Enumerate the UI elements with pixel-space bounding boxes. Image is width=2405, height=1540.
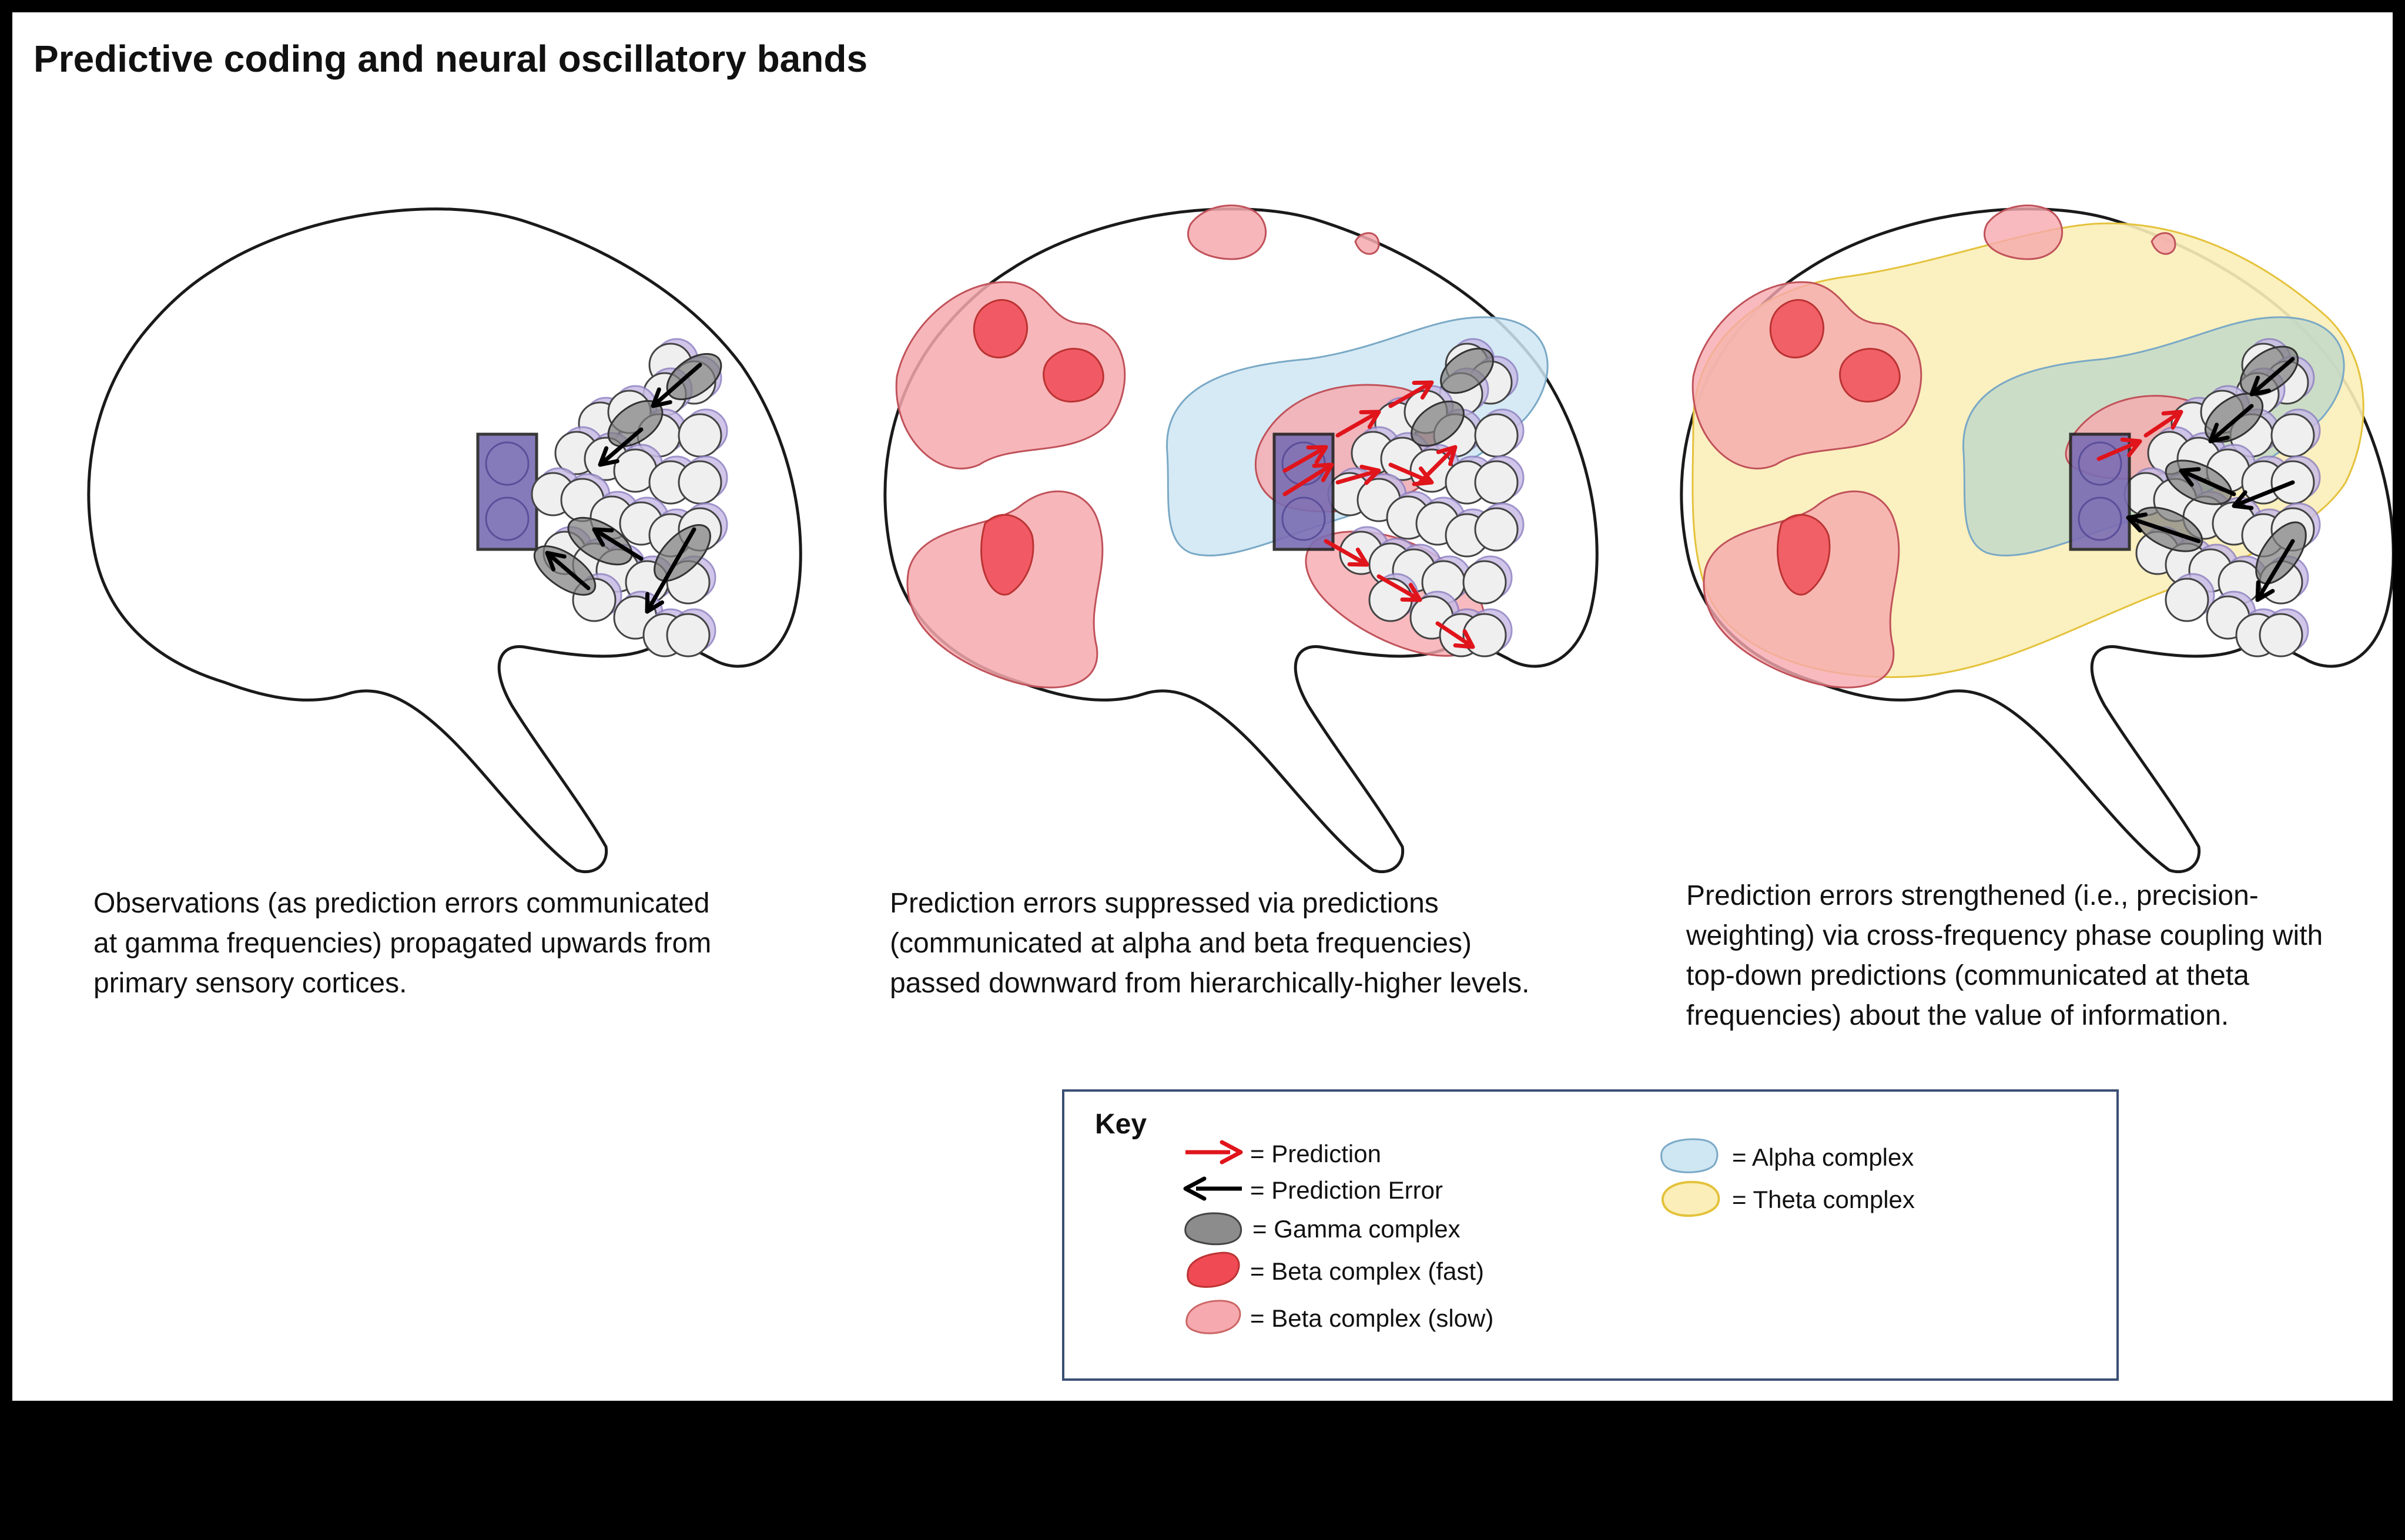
beta-fast-complex	[1777, 514, 1831, 596]
black-arrow-icon	[1183, 1176, 1242, 1201]
figure-title: Predictive coding and neural oscillatory…	[34, 38, 868, 80]
prediction-arrow	[1376, 574, 1422, 602]
key-label-prediction: = Prediction	[1250, 1140, 1381, 1167]
beta-fast-blob-icon	[1187, 1252, 1240, 1288]
neural-node	[678, 455, 728, 505]
prediction-error-arrow	[2179, 467, 2236, 496]
key-label-theta: = Theta complex	[1732, 1186, 1915, 1213]
prediction-arrow	[1324, 539, 1369, 567]
key-item-prediction-error: = Prediction Error	[1181, 1168, 1533, 1209]
beta-slow-complex	[1983, 204, 2064, 260]
key-label-alpha: = Alpha complex	[1732, 1143, 1914, 1171]
key-item-prediction: = Prediction	[1181, 1132, 1533, 1173]
prediction-arrow	[1282, 445, 1328, 473]
gamma-complex	[2204, 392, 2264, 443]
prediction-error-arrow	[2249, 357, 2295, 397]
key-label-beta-slow: = Beta complex (slow)	[1250, 1304, 1494, 1332]
gamma-complex	[1411, 400, 1465, 447]
beta-slow-complex	[895, 281, 1126, 469]
prediction-error-arrow	[651, 363, 702, 408]
prediction-arrow	[2096, 437, 2142, 461]
beta-slow-complex	[1691, 281, 1922, 469]
prediction-error-arrow	[592, 527, 644, 561]
neural-node	[2165, 573, 2215, 622]
beta-slow-complex	[2151, 232, 2176, 255]
beta-fast-complex	[973, 299, 1028, 358]
prediction-error-arrow	[2232, 480, 2295, 511]
panel-1-caption: Observations (as prediction errors commu…	[93, 888, 712, 999]
key-label-gamma: = Gamma complex	[1252, 1215, 1461, 1243]
brain-panel-3	[1680, 204, 2393, 874]
legend-key: Key = Prediction = Prediction Error = Ga…	[1062, 1089, 2119, 1381]
beta-fast-complex	[1043, 348, 1104, 403]
key-item-beta-fast: = Beta complex (fast)	[1181, 1249, 1533, 1290]
neural-node	[678, 408, 728, 458]
key-item-gamma: = Gamma complex	[1181, 1207, 1533, 1248]
sensory-cortex-box	[2069, 432, 2131, 551]
beta-fast-complex	[980, 514, 1034, 596]
theta-blob-icon	[1661, 1180, 1720, 1217]
prediction-error-arrow	[598, 427, 644, 467]
gamma-complex	[1440, 347, 1494, 394]
gamma-complex	[2255, 521, 2307, 585]
neural-node	[1474, 502, 1525, 552]
prediction-arrow	[1388, 380, 1434, 408]
beta-fast-complex	[1769, 299, 1824, 358]
sensory-cortex-box	[476, 432, 538, 551]
alpha-blob-icon	[1660, 1138, 1719, 1173]
beta-fast-complex	[1839, 348, 1901, 403]
panel-3-caption: Prediction errors strengthened (i.e., pr…	[1686, 880, 2323, 1031]
neural-node	[2259, 608, 2309, 657]
key-item-theta: = Theta complex	[1658, 1177, 2011, 1219]
beta-slow-blob-icon	[1185, 1300, 1241, 1334]
gamma-blob-icon	[1184, 1212, 1242, 1246]
prediction-error-arrow	[545, 551, 591, 590]
red-arrow-icon	[1185, 1140, 1243, 1165]
prediction-arrow	[2143, 410, 2183, 438]
prediction-arrow	[1335, 410, 1381, 438]
key-label-beta-fast: = Beta complex (fast)	[1250, 1257, 1484, 1285]
prediction-arrow	[1435, 621, 1475, 649]
panel-2-caption: Prediction errors suppressed via predict…	[890, 888, 1530, 999]
prediction-error-arrow	[2255, 539, 2295, 602]
prediction-arrow	[1418, 445, 1458, 485]
neural-node	[1474, 408, 1525, 458]
brain-panel-1	[87, 207, 802, 874]
prediction-arrow	[1282, 462, 1334, 496]
neural-node	[666, 608, 716, 657]
key-item-alpha: = Alpha complex	[1658, 1135, 2011, 1176]
brain-panel-2	[883, 204, 1599, 874]
brain-outline	[87, 207, 802, 874]
prediction-arrow	[1335, 464, 1381, 485]
prediction-error-arrow	[2208, 404, 2254, 444]
key-item-beta-slow: = Beta complex (slow)	[1181, 1296, 1533, 1337]
prediction-error-arrow	[645, 527, 696, 614]
beta-slow-complex	[1187, 204, 1267, 260]
figure-canvas: Predictive coding and neural oscillatory…	[12, 12, 2393, 1401]
prediction-error-arrow	[2126, 512, 2201, 543]
key-label-prediction-error: = Prediction Error	[1250, 1176, 1443, 1204]
beta-slow-complex	[1354, 232, 1380, 255]
neural-node	[1474, 455, 1525, 505]
neural-node	[1462, 555, 1513, 605]
key-title: Key	[1095, 1109, 1147, 1140]
